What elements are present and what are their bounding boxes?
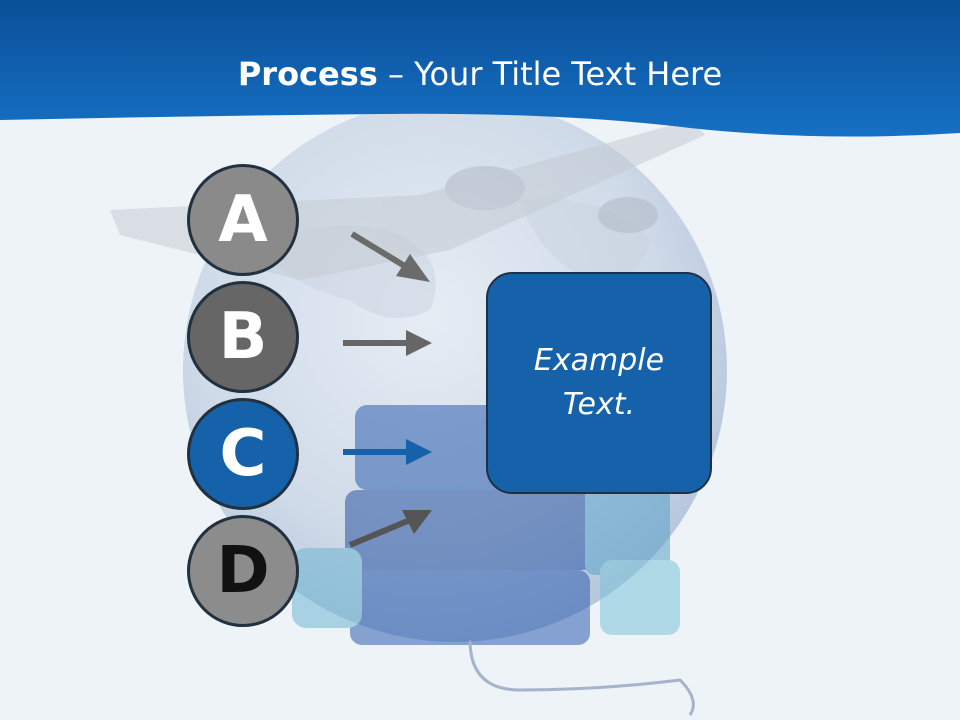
- example-text-line1: Example: [533, 343, 665, 378]
- arrow-b: [343, 330, 432, 356]
- example-text-box: Example Text.: [486, 272, 712, 494]
- step-letter-c: C: [219, 417, 267, 491]
- title-rest: – Your Title Text Here: [377, 55, 723, 93]
- page-title: Process – Your Title Text Here: [0, 52, 960, 96]
- header-band: [0, 0, 960, 137]
- arrow-a: [350, 231, 430, 282]
- step-circle-d: D: [187, 515, 299, 627]
- example-text-line2: Text.: [562, 387, 636, 422]
- arrow-d: [348, 510, 432, 548]
- step-letter-d: D: [216, 534, 270, 608]
- title-bold: Process: [237, 55, 378, 93]
- example-text: Example Text.: [534, 339, 664, 427]
- step-circle-b: B: [187, 281, 299, 393]
- arrow-c: [343, 439, 432, 465]
- step-letter-a: A: [218, 183, 268, 257]
- step-letter-b: B: [218, 300, 268, 374]
- step-circle-c: C: [187, 398, 299, 510]
- step-circle-a: A: [187, 164, 299, 276]
